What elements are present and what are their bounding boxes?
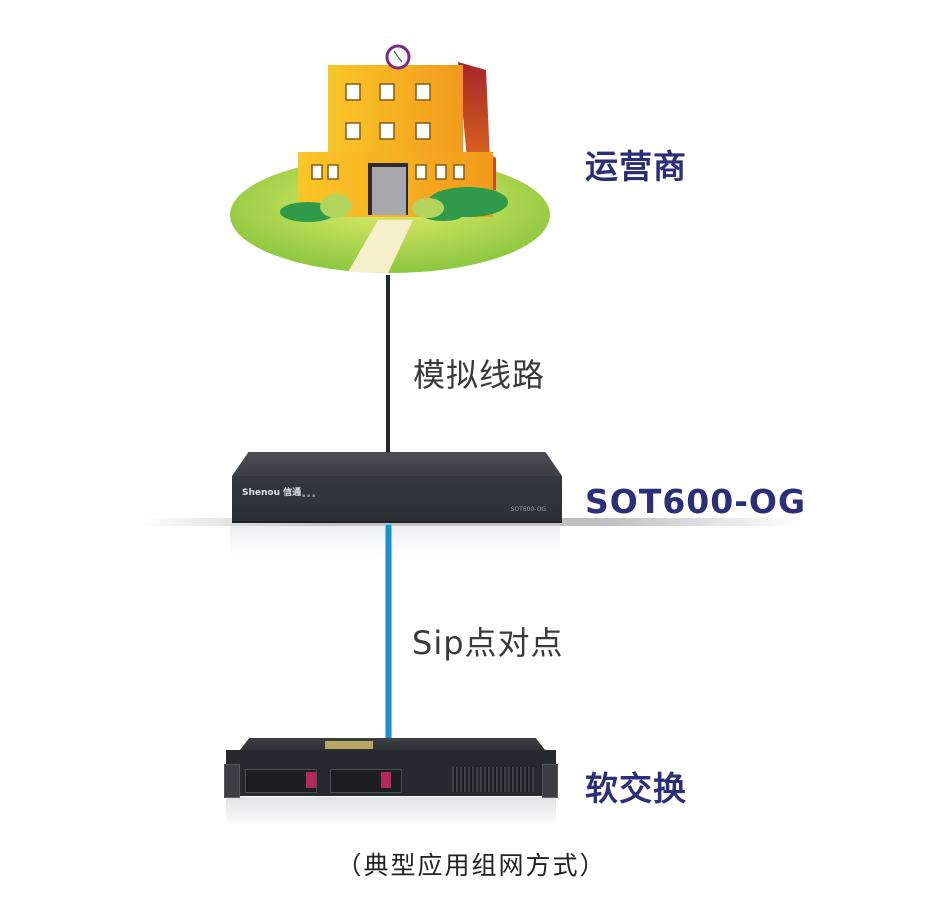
server-rack-ear-left — [224, 764, 240, 798]
server-fan-grille — [508, 767, 534, 792]
server-drive-latch — [381, 772, 391, 788]
server-rack-ear-right — [542, 764, 558, 798]
analog-line-label: 模拟线路 — [413, 356, 546, 394]
gateway-brand-text: Shenou 信通 — [242, 488, 302, 498]
server-drive-latch — [306, 772, 316, 788]
server-reflection — [226, 797, 556, 827]
gateway-front-panel: Shenou 信通 ▪ ▪ ▪ SOT600-OG — [232, 476, 562, 523]
server-fan-grille — [480, 767, 506, 792]
gateway-label: SOT600-OG — [585, 482, 807, 521]
figure-caption: （典型应用组网方式） — [336, 851, 607, 880]
server-icon — [240, 738, 545, 750]
sip-line-label: Sip点对点 — [412, 624, 564, 662]
carrier-label: 运营商 — [585, 147, 687, 186]
gateway-front-model-text: SOT600-OG — [510, 506, 546, 513]
sip-line-connector — [386, 525, 391, 740]
server-fan-grille — [452, 767, 478, 792]
server-drive-bay — [245, 769, 317, 793]
softswitch-label: 软交换 — [585, 769, 687, 808]
analog-line-connector — [386, 275, 390, 455]
gateway-led-indicators: ▪ ▪ ▪ — [302, 493, 316, 499]
server-drive-bay — [330, 769, 402, 793]
server-sticker — [325, 741, 373, 749]
gateway-reflection — [230, 524, 560, 559]
gateway-device-icon — [232, 452, 562, 476]
building-icon — [230, 44, 550, 273]
